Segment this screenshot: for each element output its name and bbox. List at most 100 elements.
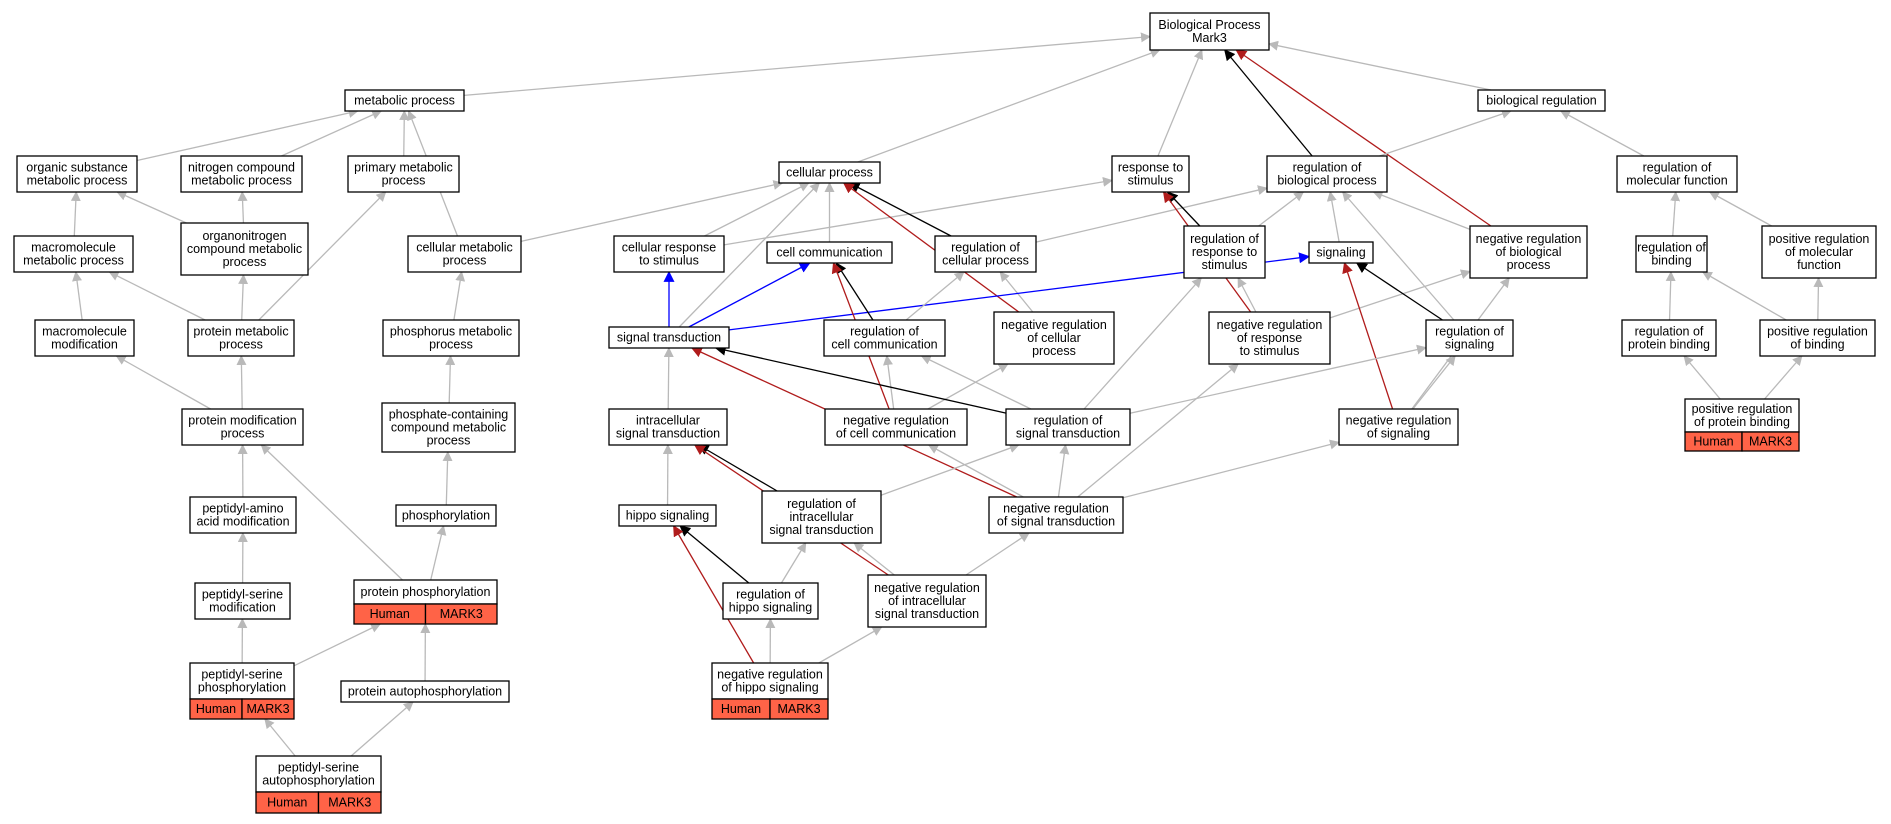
edge-is-a-macromod-to-macromet — [72, 271, 83, 321]
go-term-label: regulation of — [850, 325, 919, 339]
go-term-label: peptidyl-serine — [202, 588, 283, 602]
edge-is-a-cellular-to-bp — [857, 48, 1161, 163]
go-term-label: modification — [51, 338, 118, 352]
go-term-label: metabolic process — [27, 174, 128, 188]
go-term-node-cellular[interactable]: cellular process — [778, 161, 881, 184]
go-term-box — [722, 582, 819, 620]
go-term-label: metabolic process — [354, 94, 455, 108]
edge-is-a-cellmet-to-cellular — [520, 180, 784, 243]
go-term-node-signaling[interactable]: signaling — [1308, 241, 1374, 264]
edge-negatively-regulates-neghippo-to-hippo — [673, 525, 755, 664]
go-term-box — [1759, 319, 1876, 357]
edge-is-a-negsigtrans-to-regsigtrans — [1057, 444, 1070, 498]
go-term-label: function — [1797, 258, 1841, 272]
annotation-gene-label: MARK3 — [246, 702, 289, 716]
go-term-label: regulation of — [1034, 414, 1103, 428]
go-term-node-hippo[interactable]: hippo signaling — [618, 504, 717, 527]
edge-is-a-peptserauto-to-peptserphos — [264, 718, 296, 757]
edge-regulates-regcellcomm-to-cellcomm — [835, 262, 874, 321]
go-term-label: signal transduction — [769, 523, 873, 537]
go-term-label: negative regulation — [1346, 414, 1452, 428]
go-term-label: binding — [1651, 254, 1691, 268]
go-term-label: metabolic process — [191, 174, 292, 188]
go-term-box — [778, 161, 881, 184]
go-term-box — [189, 496, 297, 534]
go-term-box — [1616, 155, 1738, 193]
go-term-label: of biological — [1495, 245, 1561, 259]
edge-is-a-negsigtrans-to-negresp — [1077, 363, 1239, 498]
go-term-label: acid modification — [196, 515, 289, 529]
go-term-label: hippo signaling — [626, 509, 709, 523]
go-term-label: compound metabolic — [391, 421, 506, 435]
go-term-box — [1266, 155, 1388, 193]
go-term-label: regulation of — [1635, 325, 1704, 339]
go-term-box — [1308, 241, 1374, 264]
go-term-box — [353, 579, 498, 605]
go-term-box — [1477, 89, 1606, 112]
go-term-node-sigtrans[interactable]: signal transduction — [608, 326, 730, 349]
go-term-box — [407, 235, 522, 273]
go-term-label: compound metabolic — [187, 242, 302, 256]
go-term-node-cellcomm[interactable]: cell communication — [766, 241, 893, 264]
go-term-box — [867, 574, 987, 628]
go-term-node-phosphorylation[interactable]: phosphorylation — [395, 504, 497, 527]
edge-is-a-orgnitro-to-organic — [116, 191, 187, 224]
edge-is-a-protmet-to-orgnitro — [238, 274, 249, 321]
go-term-box — [1005, 408, 1131, 446]
go-term-node-metabolic[interactable]: metabolic process — [344, 89, 465, 112]
go-term-label: signaling — [1445, 338, 1494, 352]
go-term-label: biological process — [1277, 174, 1376, 188]
edge-is-a-regprotbind-to-regbind — [1665, 271, 1676, 321]
edge-is-a-posmol-to-regmol — [1708, 191, 1772, 227]
edge-regulates-regbio-to-bp — [1224, 49, 1313, 157]
go-term-box — [340, 680, 510, 703]
edge-is-a-regcellcomm-to-regcell — [905, 271, 965, 321]
edge-is-a-nitrogen-to-metabolic — [281, 110, 383, 157]
go-term-box — [988, 496, 1124, 534]
go-term-node-bioreg[interactable]: biological regulation — [1477, 89, 1606, 112]
go-term-node-protauto[interactable]: protein autophosphorylation — [340, 680, 510, 703]
